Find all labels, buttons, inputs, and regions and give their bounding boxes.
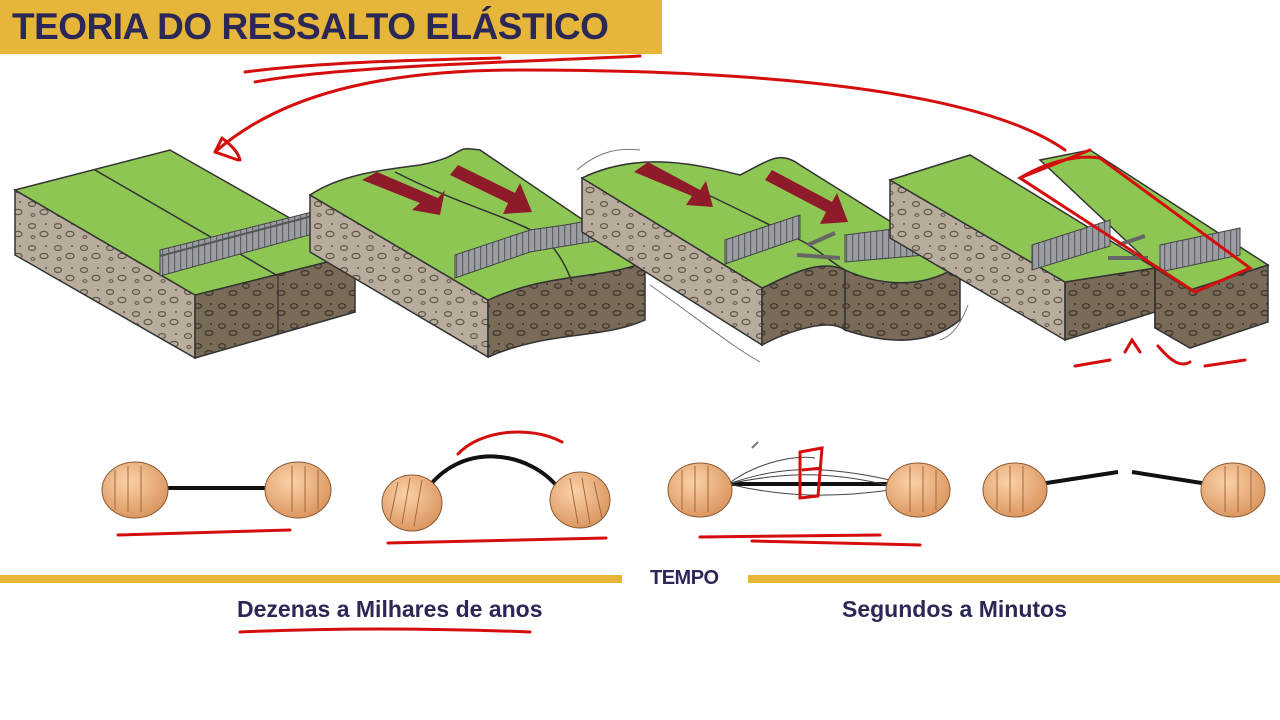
- caption-slow: Dezenas a Milhares de anos: [237, 596, 543, 622]
- fist-icon: [885, 462, 951, 518]
- caption-fast: Segundos a Minutos: [842, 596, 1067, 622]
- red-annotations-top: [213, 54, 1253, 368]
- rope-bent: [381, 430, 611, 545]
- fist-icon: [264, 461, 332, 519]
- rope-broken: [982, 462, 1266, 518]
- fist-icon: [982, 462, 1048, 518]
- fist-icon: [381, 474, 443, 532]
- block-strained: [308, 147, 647, 359]
- block-unstrained: [13, 149, 358, 360]
- fist-icon: [667, 462, 733, 518]
- fist-icon: [1200, 462, 1266, 518]
- fist-icon: [101, 461, 169, 519]
- title-banner: TEORIA DO RESSALTO ELÁSTICO: [0, 0, 662, 54]
- timeline-label: TEMPO: [650, 567, 719, 589]
- timeline-bar-left: [0, 575, 622, 583]
- rope-snapping: [667, 441, 951, 547]
- block-offset: [888, 149, 1270, 349]
- fist-icon: [549, 471, 611, 529]
- rope-straight: [101, 461, 332, 537]
- timeline-bar-right: [748, 575, 1280, 583]
- page-title: TEORIA DO RESSALTO ELÁSTICO: [12, 6, 609, 47]
- caption-underline: [238, 627, 532, 634]
